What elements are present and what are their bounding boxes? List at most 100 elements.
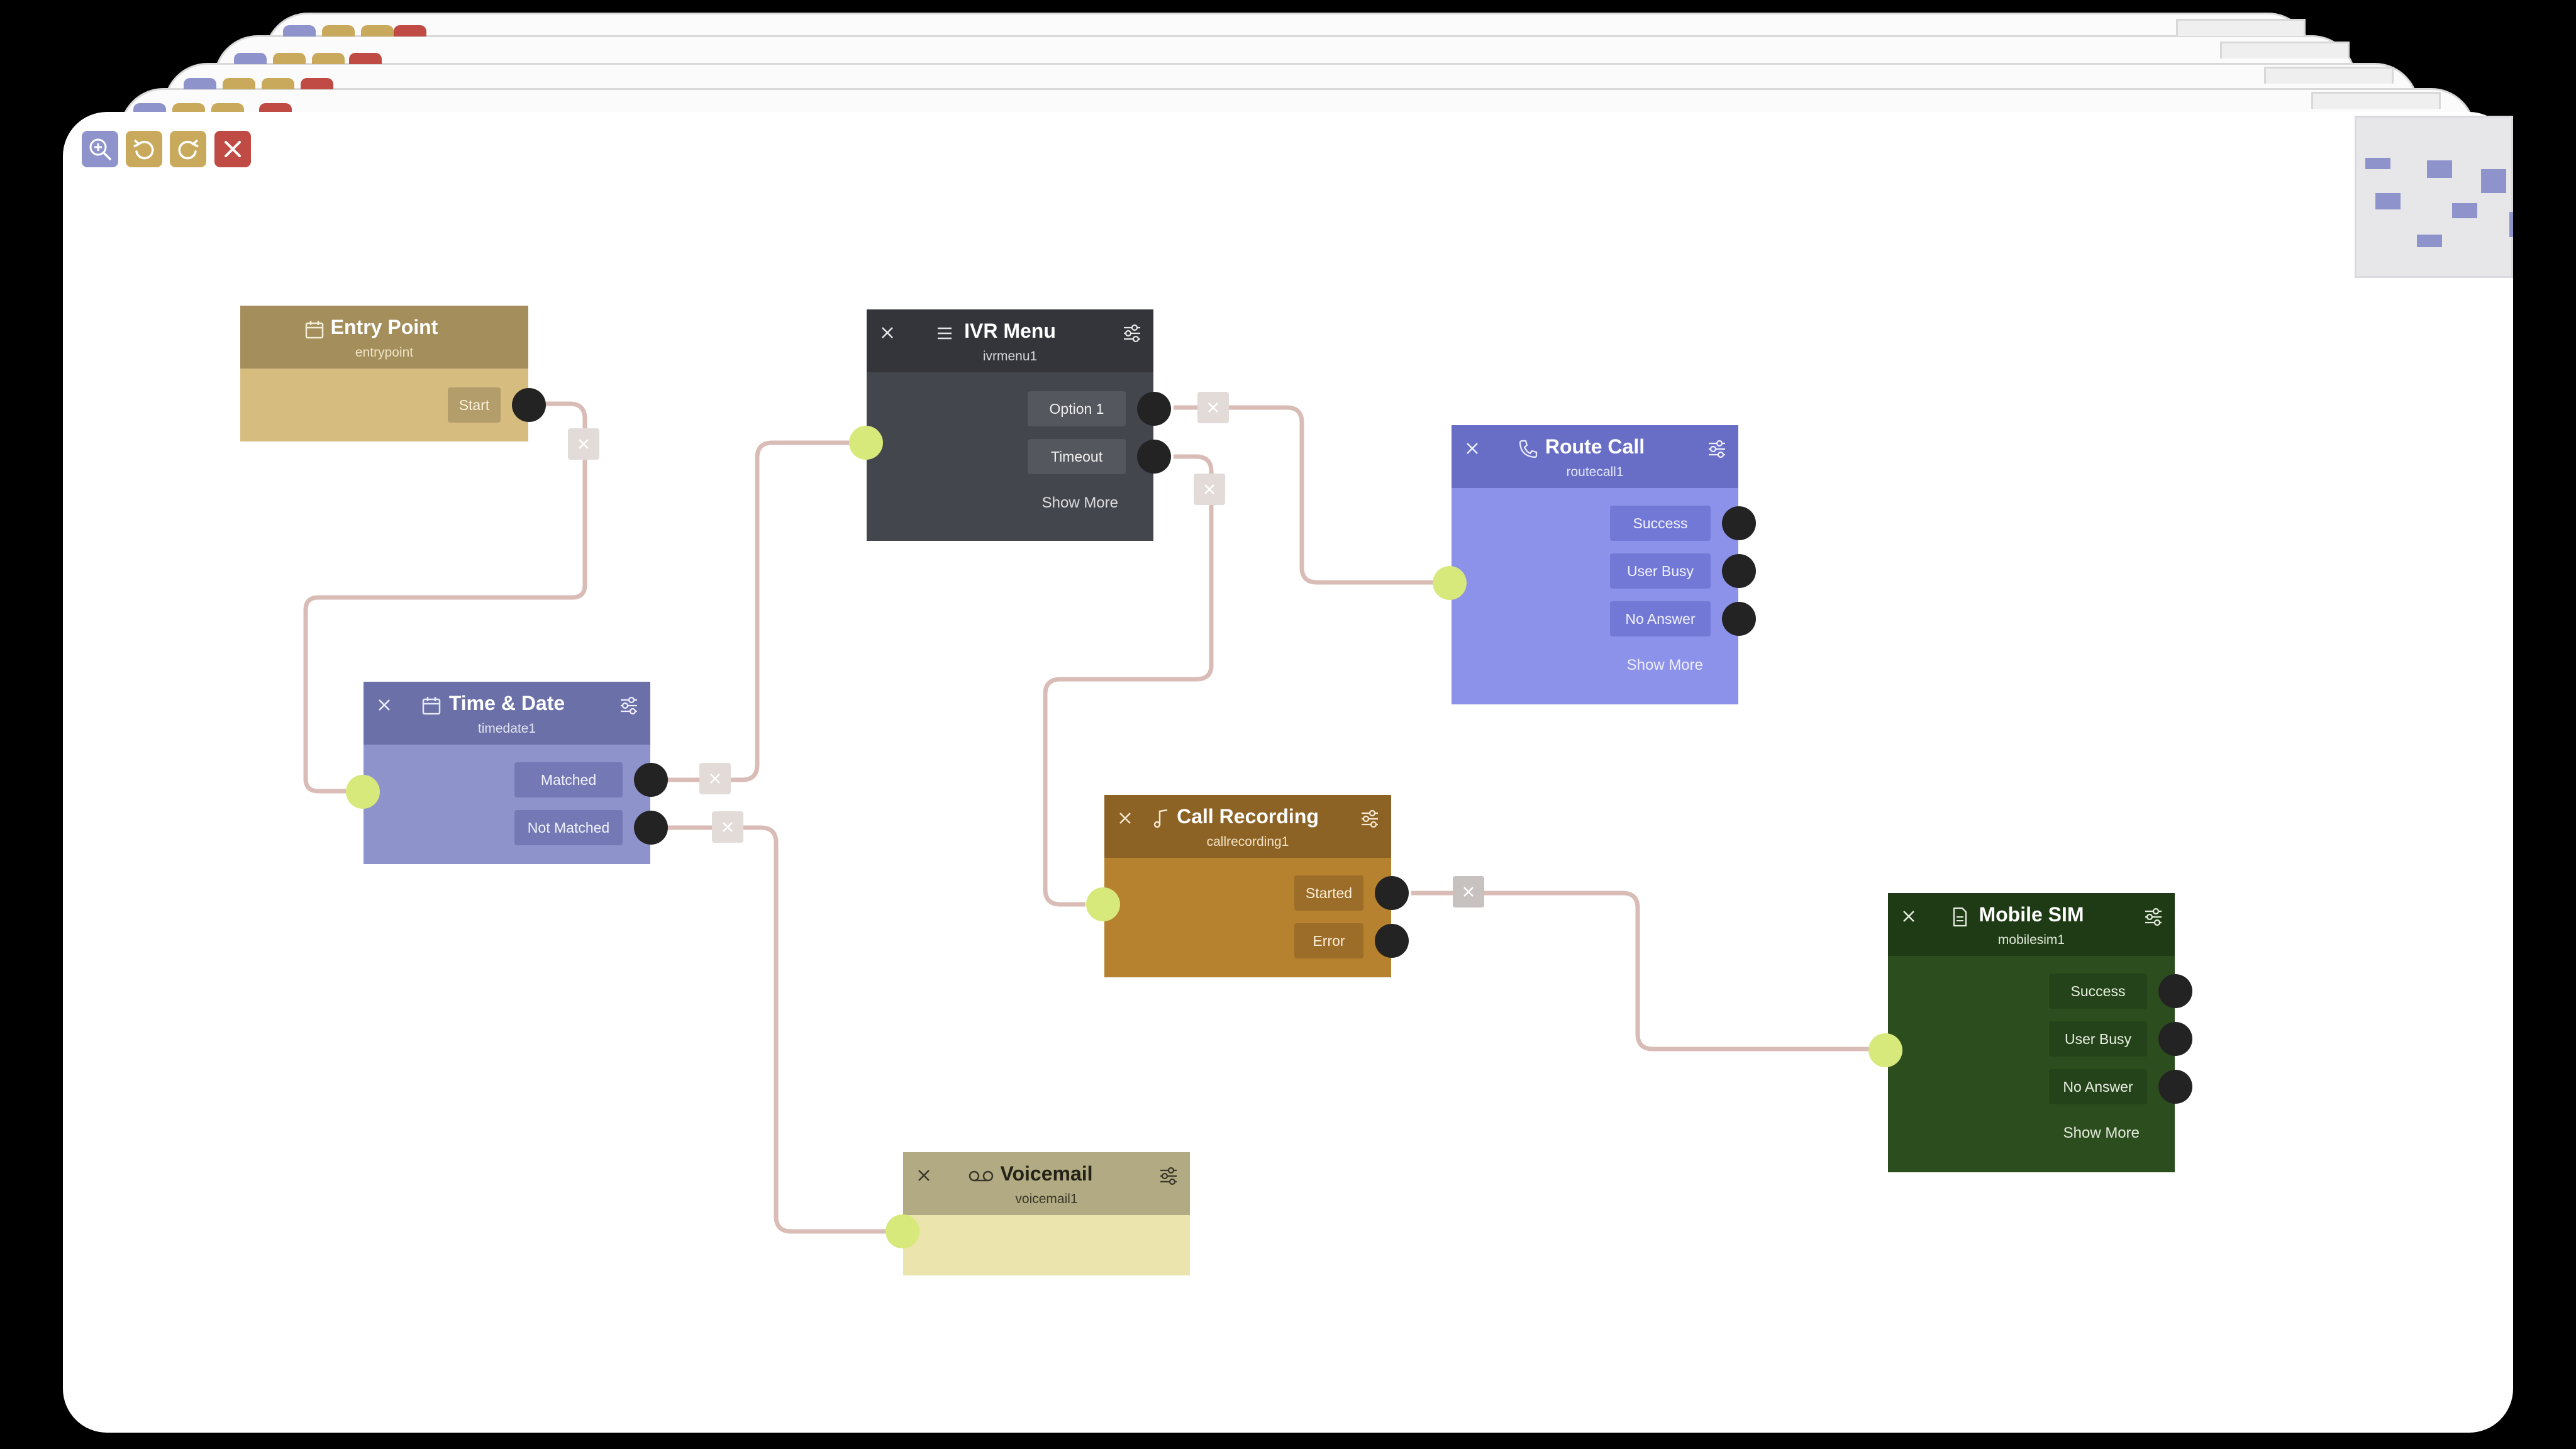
output-port-error[interactable] (1375, 924, 1409, 958)
calendar-icon (305, 321, 324, 339)
output-port-timeout[interactable] (1137, 440, 1171, 474)
close-icon (225, 141, 241, 157)
ghost-redo-button (262, 78, 294, 89)
ghost-undo-button (273, 53, 306, 64)
node-voicemail[interactable]: Voicemail voicemail1 (903, 1152, 1190, 1275)
close-icon[interactable] (914, 1166, 933, 1185)
ghost-close-button (259, 103, 292, 114)
node-subtitle: routecall1 (1566, 465, 1624, 479)
close-icon[interactable] (1899, 907, 1918, 926)
ghost-zoom-button (234, 53, 267, 64)
close-icon (579, 439, 589, 449)
node-timedate[interactable]: Time & Date timedate1 Matched Not Matche… (364, 682, 668, 864)
node-header[interactable]: Route Call routecall1 (1452, 425, 1738, 488)
close-icon[interactable] (1116, 809, 1135, 828)
node-title: Route Call (1545, 435, 1645, 458)
output-port-user-busy[interactable] (2158, 1022, 2192, 1056)
close-icon (1463, 887, 1474, 897)
sim-card-icon (1953, 907, 1967, 927)
input-port-mobilesim[interactable] (1868, 1033, 1902, 1067)
redo-icon (178, 139, 199, 160)
delete-edge-button[interactable] (1194, 474, 1225, 505)
ghost-redo-button (211, 103, 244, 114)
voicemail-icon (969, 1170, 994, 1182)
delete-edge-button[interactable] (699, 763, 731, 794)
zoom-button[interactable] (82, 131, 118, 167)
input-port-routecall[interactable] (1433, 566, 1467, 600)
node-header[interactable]: Voicemail voicemail1 (903, 1152, 1190, 1215)
minimap-node (2452, 203, 2477, 218)
output-no-answer: No Answer (1610, 601, 1711, 636)
output-success: Success (1610, 506, 1711, 541)
node-header[interactable]: Entry Point entrypoint (240, 306, 528, 369)
undo-button[interactable] (126, 131, 162, 167)
output-no-answer: No Answer (2049, 1069, 2147, 1104)
node-header[interactable]: IVR Menu ivrmenu1 (867, 309, 1153, 372)
close-canvas-button[interactable] (214, 131, 251, 167)
close-icon (710, 774, 720, 784)
node-title: IVR Menu (964, 319, 1056, 342)
output-port-success[interactable] (1722, 506, 1756, 540)
node-routecall[interactable]: Route Call routecall1 Success User Busy … (1452, 425, 1756, 704)
output-port-not-matched[interactable] (634, 811, 668, 845)
edge-started-to-mobilesim (1411, 891, 1874, 1052)
input-port-voicemail[interactable] (886, 1214, 919, 1248)
output-matched: Matched (514, 762, 623, 797)
delete-edge-button[interactable] (1197, 392, 1229, 423)
settings-sliders-icon[interactable] (618, 694, 640, 717)
delete-edge-button[interactable] (568, 428, 599, 460)
output-port-started[interactable] (1375, 876, 1409, 910)
settings-sliders-icon[interactable] (1121, 322, 1143, 345)
settings-sliders-icon[interactable] (1157, 1165, 1180, 1187)
show-more-link[interactable]: Show More (1626, 657, 1703, 674)
node-header[interactable]: Time & Date timedate1 (364, 682, 650, 745)
settings-sliders-icon[interactable] (1706, 438, 1728, 460)
input-port-ivrmenu[interactable] (849, 426, 883, 460)
minimap-viewport (2509, 212, 2513, 237)
ghost-zoom-button (184, 78, 216, 89)
output-port-no-answer[interactable] (1722, 602, 1756, 636)
node-entrypoint[interactable]: Entry Point entrypoint Start (240, 306, 546, 441)
delete-edge-button[interactable] (1453, 876, 1484, 908)
output-port-matched[interactable] (634, 763, 668, 797)
output-timeout: Timeout (1028, 439, 1126, 474)
minimap-node (2365, 158, 2390, 169)
ghost-close-button (301, 78, 333, 89)
minimap-node (2481, 169, 2506, 193)
ghost-zoom-button (133, 103, 166, 114)
settings-sliders-icon[interactable] (2142, 906, 2165, 928)
input-port-callrecording[interactable] (1086, 887, 1120, 921)
calendar-icon (422, 697, 441, 715)
input-port-timedate[interactable] (346, 775, 380, 809)
output-port-option-1[interactable] (1137, 392, 1171, 426)
node-mobilesim[interactable]: Mobile SIM mobilesim1 Success User Busy … (1888, 893, 2192, 1172)
output-port-user-busy[interactable] (1722, 554, 1756, 588)
redo-button[interactable] (170, 131, 206, 167)
edge-matched-to-ivr (667, 440, 849, 782)
output-port-no-answer[interactable] (2158, 1070, 2192, 1104)
close-icon (1208, 402, 1218, 413)
ghost-undo-button (172, 103, 205, 114)
node-header[interactable]: Call Recording callrecording1 (1104, 795, 1391, 858)
close-icon[interactable] (375, 696, 394, 714)
show-more-link[interactable]: Show More (2063, 1124, 2140, 1141)
ghost-minimap (2264, 67, 2394, 84)
show-more-link[interactable]: Show More (1041, 494, 1118, 511)
node-title: Mobile SIM (1979, 903, 2084, 926)
node-subtitle: ivrmenu1 (982, 349, 1038, 364)
output-option-1: Option 1 (1028, 391, 1126, 426)
node-ivrmenu[interactable]: IVR Menu ivrmenu1 Option 1 Timeout Show … (867, 309, 1171, 541)
close-icon[interactable] (1463, 439, 1482, 458)
output-started: Started (1294, 875, 1363, 911)
ghost-undo-button (223, 78, 255, 89)
node-header[interactable]: Mobile SIM mobilesim1 (1888, 893, 2175, 956)
minimap[interactable] (2355, 116, 2513, 278)
close-icon[interactable] (878, 323, 897, 342)
node-subtitle: entrypoint (355, 345, 414, 360)
edge-entry-to-timedate (303, 401, 587, 794)
delete-edge-button[interactable] (712, 811, 743, 843)
node-callrecording[interactable]: Call Recording callrecording1 Started Er… (1104, 795, 1409, 977)
output-port-success[interactable] (2158, 974, 2192, 1008)
output-port-start[interactable] (512, 388, 546, 422)
settings-sliders-icon[interactable] (1358, 808, 1381, 830)
